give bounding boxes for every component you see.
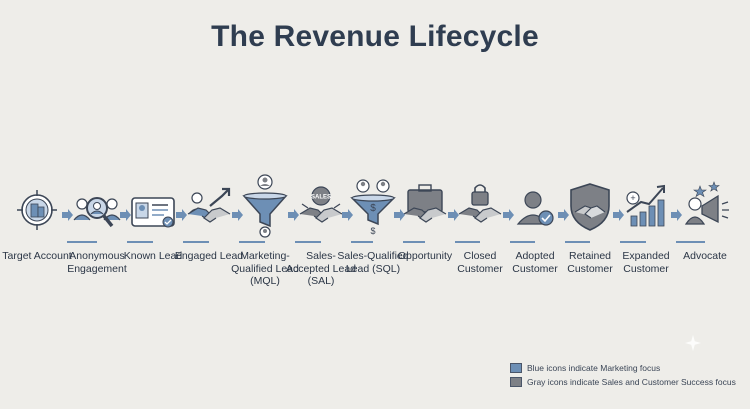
flow-line [455, 241, 480, 243]
stage-6: SALES [294, 180, 348, 240]
stage-label: Opportunity [397, 250, 453, 262]
stage-label: Engaged Lead [174, 250, 244, 262]
stage-label: Closed Customer [457, 250, 503, 275]
funnel-dollar-icon: $ $ [350, 179, 396, 236]
stage-9 [453, 180, 507, 240]
stage-10 [508, 180, 562, 240]
flow-arrow-icon [119, 208, 131, 221]
svg-text:SALES: SALES [311, 195, 331, 201]
svg-text:$: $ [370, 226, 375, 236]
svg-text:$: $ [370, 203, 376, 214]
legend-label-marketing: Blue icons indicate Marketing focus [527, 362, 661, 373]
stage-3 [126, 180, 180, 240]
lock-handshake-icon [458, 184, 502, 223]
flow-line [351, 241, 373, 243]
stage-label: Retained Customer [567, 250, 613, 275]
flow-arrow-icon [447, 208, 459, 221]
svg-text:+: + [630, 193, 635, 203]
stage-5 [238, 174, 292, 240]
flow-arrow-icon [231, 208, 243, 221]
stage-2 [70, 180, 124, 240]
page-title: The Revenue Lifecycle [211, 20, 539, 53]
flow-line [295, 241, 321, 243]
flow-line [127, 241, 153, 243]
flow-arrow-icon [175, 208, 187, 221]
stage-label: Adopted Customer [512, 250, 558, 275]
stage-label: Expanded Customer [622, 250, 670, 275]
stage-11 [563, 180, 617, 240]
stage-4 [182, 180, 236, 240]
flow-arrow-icon [287, 208, 299, 221]
flow-arrow-icon [557, 208, 569, 221]
person-check-icon [516, 191, 554, 226]
flow-line [620, 241, 646, 243]
stage-7: $ $ [346, 179, 400, 240]
flow-arrow-icon [341, 208, 353, 221]
flow-arrow-icon [502, 208, 514, 221]
funnel-person-icon [242, 174, 288, 238]
sales-handshake-icon: SALES [299, 186, 343, 223]
stage-13 [678, 180, 732, 240]
flow-line [239, 241, 265, 243]
shield-handshake-icon [570, 183, 610, 231]
flow-line [676, 241, 705, 243]
handshake-growth-icon [187, 187, 231, 223]
stage-label: Sales-Qualified Lead (SQL) [337, 250, 409, 275]
stage-label: Marketing-Qualified Lead (MQL) [231, 250, 299, 287]
legend-swatch-gray [510, 376, 522, 387]
flow-arrow-icon [670, 208, 682, 221]
growth-chart-icon: + [626, 184, 665, 227]
stage-1 [10, 180, 64, 240]
sparkle-icon [684, 334, 702, 352]
flow-line [565, 241, 590, 243]
stage-label: Advocate [683, 250, 727, 262]
id-card-icon [131, 197, 175, 228]
megaphone-stars-icon [684, 181, 729, 225]
stage-label: Known Lead [123, 250, 183, 262]
legend-swatch-blue [510, 362, 522, 373]
stage-label: Sales-Accepted Lead (SAL) [285, 250, 357, 287]
people-magnifier-icon [73, 197, 121, 228]
flow-arrow-icon [393, 208, 405, 221]
flow-line [403, 241, 425, 243]
legend-label-sales: Gray icons indicate Sales and Customer S… [527, 376, 736, 387]
flow-line [67, 241, 97, 243]
legend: Blue icons indicate Marketing focus Gray… [510, 362, 736, 390]
flow-line [510, 241, 535, 243]
stage-label: Anonymous Engagement [67, 250, 127, 275]
target-building-icon [17, 190, 57, 230]
legend-item-marketing: Blue icons indicate Marketing focus [510, 362, 736, 373]
flow-arrow-icon [61, 208, 73, 221]
stage-12: + [619, 180, 673, 240]
stage-label: Target Account [2, 250, 72, 262]
legend-item-sales: Gray icons indicate Sales and Customer S… [510, 376, 736, 387]
briefcase-handshake-icon [403, 184, 447, 223]
stage-8 [398, 180, 452, 240]
flow-arrow-icon [612, 208, 624, 221]
flow-line [183, 241, 209, 243]
